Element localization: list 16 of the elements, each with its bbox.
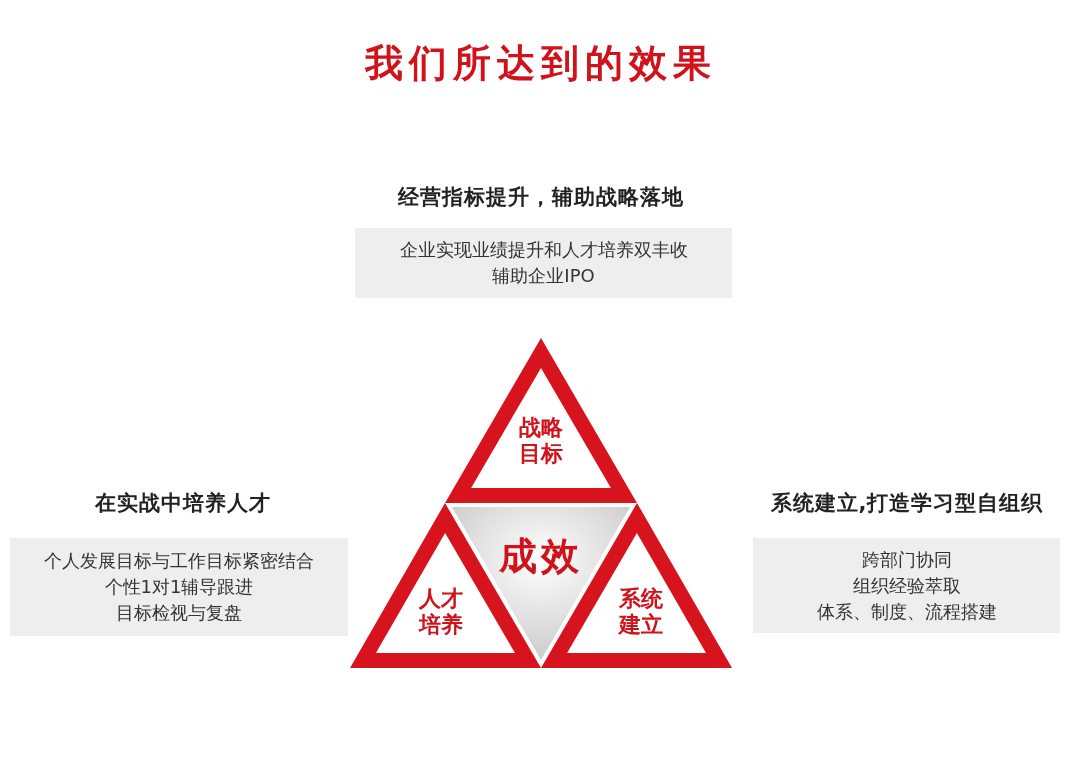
heading: 经营指标提升，辅助战略落地 — [398, 184, 684, 211]
center-label: 成效 — [499, 534, 583, 580]
text-line: 跨部门协同 — [861, 547, 952, 572]
triangle-label: 人才培养 — [417, 585, 464, 639]
triangle-label: 战略目标 — [517, 414, 564, 468]
heading: 在实战中培养人才 — [95, 490, 271, 517]
text-line: 辅助企业IPO — [492, 264, 595, 288]
text-line: 企业实现业绩提升和人才培养双丰收 — [399, 238, 688, 262]
text-line: 组织经验萃取 — [852, 573, 961, 598]
heading: 系统建立,打造学习型自组织 — [770, 490, 1044, 517]
triangle-label: 系统建立 — [617, 585, 664, 639]
text-line: 体系、制度、流程搭建 — [816, 599, 997, 624]
text-line: 目标检视与复盘 — [116, 601, 242, 625]
title: 我们所达到的效果 — [365, 40, 717, 87]
text-line: 个人发展目标与工作目标紧密结合 — [44, 549, 314, 573]
text-line: 个性1对1辅导跟进 — [104, 575, 254, 599]
